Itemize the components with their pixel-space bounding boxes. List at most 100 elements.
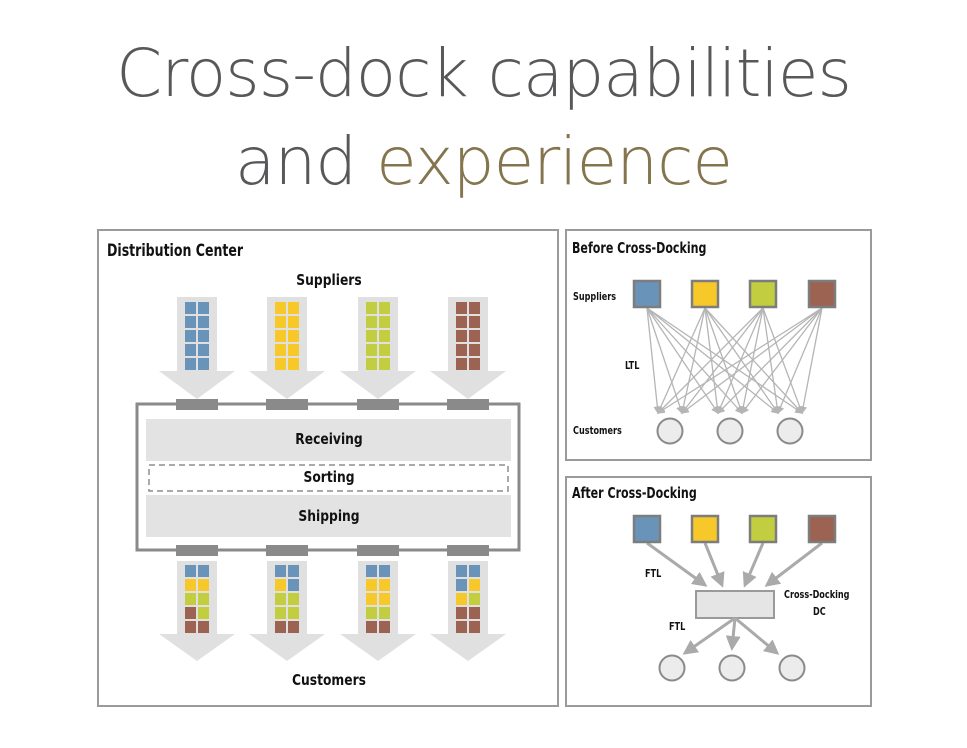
ltl-shipment-arrow <box>704 307 779 415</box>
inbound-ftl-label: FTL <box>645 567 662 580</box>
outbound-pallet-box <box>469 579 480 591</box>
outbound-dock-door <box>176 545 218 556</box>
outbound-pallet-box <box>379 565 390 577</box>
supplier-node-green <box>748 514 778 544</box>
title-plain-word: and <box>235 123 357 200</box>
outbound-pallet-box <box>469 621 480 633</box>
inbound-arrow <box>159 297 235 399</box>
outbound-pallet-box <box>456 607 467 619</box>
ltl-shipment-arrow <box>717 307 823 414</box>
outbound-arrow <box>249 561 325 661</box>
after-title: After Cross-Docking <box>572 484 697 502</box>
ltl-shipment-arrow <box>799 307 823 415</box>
inbound-pallet-box <box>185 344 196 356</box>
outbound-pallet-box <box>379 621 390 633</box>
inbound-pallet-box <box>198 316 209 328</box>
inbound-pallet-box <box>288 358 299 370</box>
inbound-arrow <box>430 297 506 399</box>
hub-label-line2: DC <box>813 605 826 618</box>
ltl-shipment-arrow <box>704 307 722 415</box>
after-network-diagram <box>632 514 837 682</box>
outbound-pallet-box <box>366 565 377 577</box>
inbound-pallet-box <box>198 344 209 356</box>
outbound-pallet-box <box>288 621 299 633</box>
ftl-outbound-arrow <box>725 617 741 651</box>
inbound-pallet-box <box>288 316 299 328</box>
inbound-pallet-box <box>366 316 377 328</box>
inbound-pallet-box <box>379 330 390 342</box>
receiving-zone <box>146 419 511 461</box>
inbound-pallet-box <box>288 302 299 314</box>
inbound-pallet-box <box>185 302 196 314</box>
inbound-pallet-box <box>185 316 196 328</box>
ltl-shipment-arrow <box>681 307 764 415</box>
inbound-pallet-box <box>469 330 480 342</box>
outbound-pallet-box <box>366 579 377 591</box>
outbound-dock-door <box>447 545 489 556</box>
outbound-arrow <box>159 561 235 661</box>
shipping-zone <box>146 495 511 537</box>
outbound-pallet-box <box>379 579 390 591</box>
outbound-pallet-box <box>469 565 480 577</box>
ltl-shipment-arrow <box>776 307 823 415</box>
inbound-pallet-box <box>275 302 286 314</box>
inbound-pallet-box <box>379 302 390 314</box>
outbound-pallet-box <box>185 593 196 605</box>
inbound-pallet-box <box>366 330 377 342</box>
inbound-pallet-box <box>469 344 480 356</box>
outbound-arrow <box>340 561 416 661</box>
inbound-pallet-box <box>275 358 286 370</box>
ltl-shipment-arrow <box>646 307 780 414</box>
outbound-pallet-box <box>185 579 196 591</box>
inbound-pallet-box <box>469 302 480 314</box>
inbound-pallet-box <box>456 330 467 342</box>
ltl-shipment-arrow <box>741 307 823 415</box>
distribution-center-title: Distribution Center <box>107 241 244 261</box>
outbound-pallet-box <box>275 621 286 633</box>
supplier-node-brown <box>807 514 837 544</box>
inbound-pallet-box <box>456 344 467 356</box>
outbound-pallet-box <box>456 579 467 591</box>
outbound-pallet-box <box>198 607 209 619</box>
hub-label-line1: Cross-Docking <box>784 588 850 601</box>
outbound-pallet-box <box>379 593 390 605</box>
outbound-pallet-box <box>288 607 299 619</box>
outbound-arrow <box>430 561 506 661</box>
inbound-pallet-box <box>366 344 377 356</box>
supplier-node-green <box>748 279 778 309</box>
outbound-pallet-box <box>288 579 299 591</box>
inbound-pallet-box <box>275 316 286 328</box>
outbound-pallet-box <box>185 621 196 633</box>
ltl-shipment-arrow <box>646 307 662 415</box>
inbound-pallet-box <box>185 358 196 370</box>
zone-receiving-label: Receiving <box>295 430 363 448</box>
ltl-shipment-arrow <box>680 307 823 414</box>
customers-label: Customers <box>291 671 366 689</box>
customer-node <box>718 654 746 682</box>
sorting-zone <box>148 464 509 492</box>
ltl-label: LTL <box>625 359 640 372</box>
zone-shipping-label: Shipping <box>298 507 360 525</box>
cross-docking-dc-node <box>695 590 775 619</box>
outbound-pallet-box <box>275 593 286 605</box>
inbound-dock-door <box>176 399 218 410</box>
outbound-dock-door <box>266 545 308 556</box>
inbound-pallet-box <box>185 330 196 342</box>
outbound-ftl-label: FTL <box>669 620 686 633</box>
zone-sorting-label: Sorting <box>303 468 355 486</box>
customer-node <box>656 417 684 445</box>
ftl-inbound-arrow <box>764 541 823 587</box>
before-network-diagram <box>632 279 837 445</box>
inbound-pallet-box <box>456 316 467 328</box>
outbound-pallet-box <box>456 593 467 605</box>
inbound-pallet-box <box>288 344 299 356</box>
supplier-node-blue <box>632 279 662 309</box>
ltl-shipment-arrow <box>657 307 764 414</box>
outbound-pallet-box <box>185 607 196 619</box>
ftl-outbound-arrow <box>734 616 780 655</box>
customer-node <box>716 417 744 445</box>
outbound-dock-door <box>357 545 399 556</box>
inbound-dock-door <box>447 399 489 410</box>
inbound-pallet-box <box>379 358 390 370</box>
outbound-pallet-box <box>469 607 480 619</box>
